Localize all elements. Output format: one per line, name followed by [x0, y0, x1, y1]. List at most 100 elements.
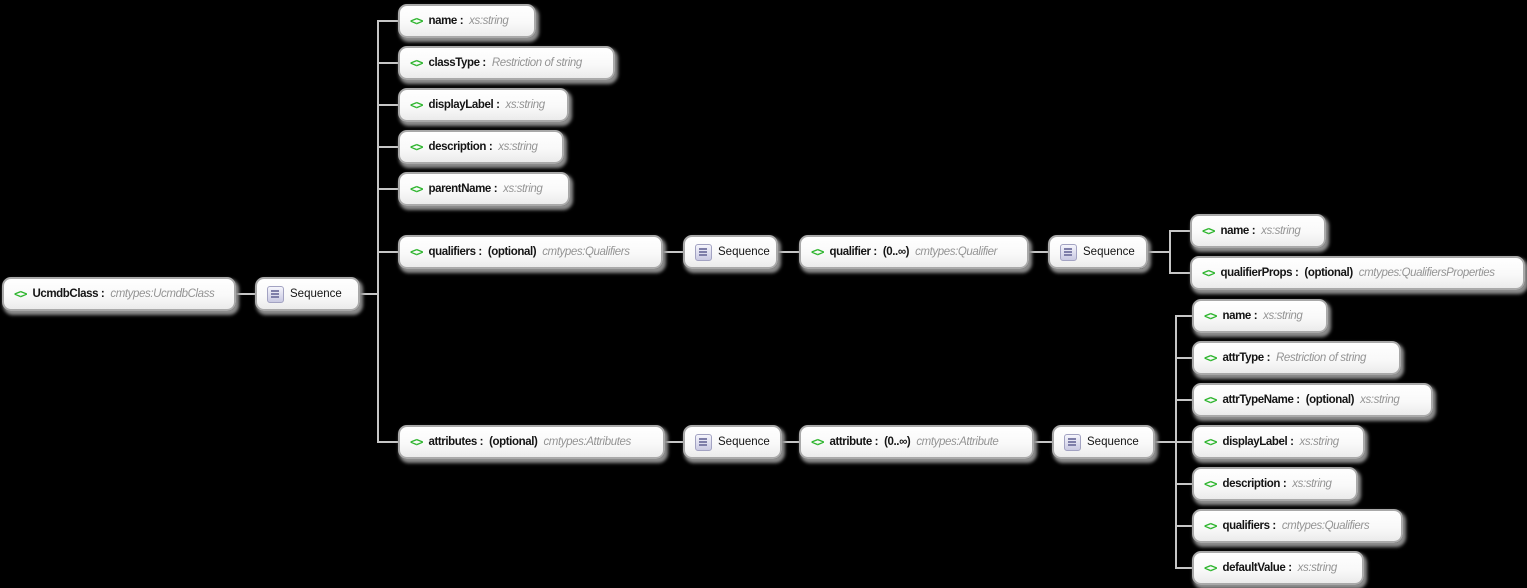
element-icon: <>	[410, 98, 423, 112]
node-type: cmtypes:Attributes	[543, 436, 631, 448]
node-attrtypename[interactable]: <> attrTypeName : (optional) xs:string	[1192, 383, 1433, 417]
connector-line	[663, 251, 683, 253]
element-icon: <>	[410, 245, 423, 259]
node-qualifier[interactable]: <> qualifier : (0..∞) cmtypes:Qualifier	[799, 235, 1029, 269]
node-sequence-attribute-inner[interactable]: Sequence	[1052, 425, 1155, 459]
node-type: xs:string	[1297, 562, 1338, 574]
node-type: cmtypes:Qualifiers	[542, 246, 630, 258]
element-icon: <>	[1204, 435, 1217, 449]
node-type: cmtypes:Attribute	[916, 436, 999, 448]
node-label: UcmdbClass :	[32, 288, 105, 300]
connector-line	[377, 20, 379, 443]
node-qualifier-name[interactable]: <> name : xs:string	[1190, 214, 1326, 248]
node-type: Restriction of string	[1276, 352, 1367, 364]
connector-line	[360, 293, 379, 295]
node-sequence-attributes[interactable]: Sequence	[683, 425, 782, 459]
connector-line	[1034, 441, 1052, 443]
connector-line	[1029, 251, 1048, 253]
element-icon: <>	[410, 14, 423, 28]
connector-line	[1175, 399, 1192, 401]
connector-line	[1169, 230, 1190, 232]
connector-line	[236, 293, 255, 295]
node-label: description :	[428, 141, 493, 153]
node-qualifiers[interactable]: <> qualifiers : (optional) cmtypes:Quali…	[398, 235, 663, 269]
connector-line	[1175, 567, 1192, 569]
node-name[interactable]: <> name : xs:string	[398, 4, 536, 38]
sequence-icon	[1064, 433, 1081, 451]
sequence-icon	[695, 433, 712, 451]
connector-line	[377, 441, 398, 443]
sequence-icon	[1060, 243, 1077, 261]
node-sequence-root[interactable]: Sequence	[255, 277, 360, 311]
sequence-icon	[695, 243, 712, 261]
connector-line	[377, 146, 398, 148]
node-attribute[interactable]: <> attribute : (0..∞) cmtypes:Attribute	[799, 425, 1034, 459]
node-label: displayLabel :	[428, 99, 500, 111]
node-label: qualifier :	[829, 246, 877, 258]
node-modifier: (optional)	[489, 436, 538, 448]
node-ucmdbclass[interactable]: <> UcmdbClass : cmtypes:UcmdbClass	[2, 277, 236, 311]
node-type: cmtypes:QualifiersProperties	[1358, 267, 1495, 279]
node-attr-qualifiers[interactable]: <> qualifiers : cmtypes:Qualifiers	[1192, 509, 1403, 543]
node-label: attrType :	[1222, 352, 1270, 364]
node-label: qualifierProps :	[1220, 267, 1299, 279]
connector-line	[377, 188, 398, 190]
node-qualifierprops[interactable]: <> qualifierProps : (optional) cmtypes:Q…	[1190, 256, 1525, 290]
connector-line	[665, 441, 683, 443]
element-icon: <>	[811, 245, 824, 259]
element-icon: <>	[410, 182, 423, 196]
node-defaultvalue[interactable]: <> defaultValue : xs:string	[1192, 551, 1364, 585]
element-icon: <>	[1202, 266, 1215, 280]
node-type: xs:string	[1261, 225, 1301, 237]
node-type: xs:string	[1299, 436, 1340, 448]
node-label: description :	[1222, 478, 1287, 490]
node-sequence-qualifier-inner[interactable]: Sequence	[1048, 235, 1148, 269]
node-parentname[interactable]: <> parentName : xs:string	[398, 172, 570, 206]
connector-line	[778, 251, 799, 253]
connector-line	[1175, 315, 1192, 317]
node-modifier: (0..∞)	[882, 246, 910, 258]
node-label: qualifiers :	[1222, 520, 1276, 532]
element-icon: <>	[1202, 224, 1215, 238]
node-label: Sequence	[1087, 436, 1139, 448]
node-label: attrTypeName :	[1222, 394, 1300, 406]
node-label: Sequence	[290, 288, 342, 300]
node-attributes[interactable]: <> attributes : (optional) cmtypes:Attri…	[398, 425, 665, 459]
node-attrtype[interactable]: <> attrType : Restriction of string	[1192, 341, 1401, 375]
node-type: xs:string	[1360, 394, 1400, 406]
node-modifier: (optional)	[1305, 394, 1355, 406]
node-label: attributes :	[428, 436, 484, 448]
sequence-icon	[267, 285, 284, 303]
node-type: xs:string	[503, 183, 543, 195]
node-sequence-qualifiers[interactable]: Sequence	[683, 235, 778, 269]
node-classtype[interactable]: <> classType : Restriction of string	[398, 46, 615, 80]
node-type: Restriction of string	[491, 57, 582, 69]
element-icon: <>	[1204, 393, 1217, 407]
element-icon: <>	[410, 140, 423, 154]
node-label: name :	[1222, 310, 1258, 322]
connector-line	[1175, 357, 1192, 359]
connector-line	[1175, 483, 1192, 485]
node-modifier: (optional)	[487, 246, 537, 258]
node-modifier: (optional)	[1304, 267, 1353, 279]
node-type: xs:string	[1263, 310, 1303, 322]
element-icon: <>	[1204, 351, 1217, 365]
node-label: Sequence	[1083, 246, 1135, 258]
connector-line	[377, 20, 398, 22]
connector-line	[1148, 251, 1170, 253]
element-icon: <>	[410, 435, 423, 449]
node-label: Sequence	[718, 246, 770, 258]
node-label: displayLabel :	[1222, 436, 1294, 448]
node-displaylabel[interactable]: <> displayLabel : xs:string	[398, 88, 569, 122]
connector-line	[377, 104, 398, 106]
node-label: name :	[428, 15, 464, 27]
node-description[interactable]: <> description : xs:string	[398, 130, 564, 164]
connector-line	[1175, 441, 1192, 443]
node-attr-description[interactable]: <> description : xs:string	[1192, 467, 1358, 501]
node-type: cmtypes:UcmdbClass	[110, 288, 215, 300]
element-icon: <>	[1204, 561, 1217, 575]
node-attr-displaylabel[interactable]: <> displayLabel : xs:string	[1192, 425, 1365, 459]
connector-line	[1175, 525, 1192, 527]
node-attr-name[interactable]: <> name : xs:string	[1192, 299, 1328, 333]
connector-line	[782, 441, 799, 443]
